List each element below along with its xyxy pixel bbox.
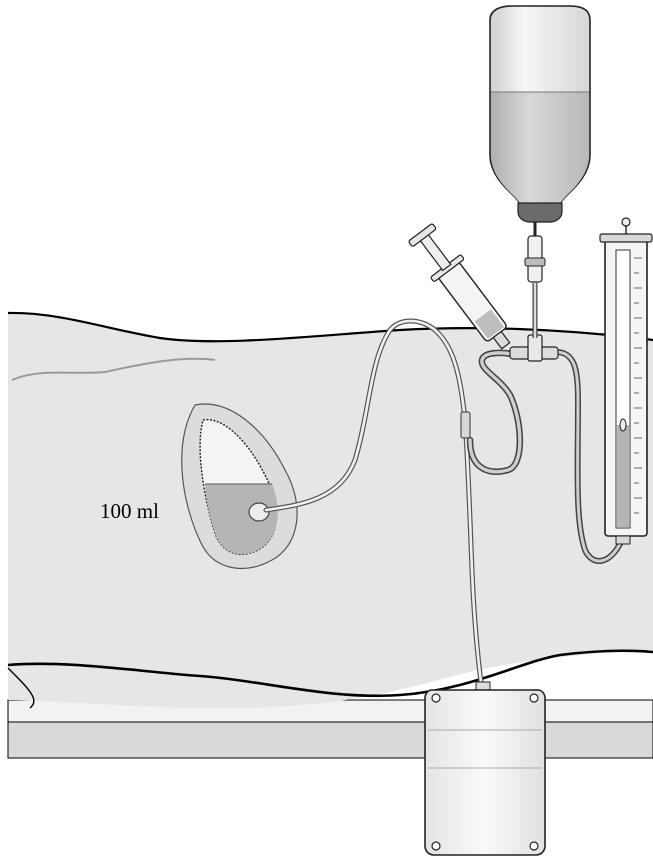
water-manometer bbox=[600, 218, 652, 544]
manometer-fluid bbox=[617, 425, 629, 527]
table bbox=[8, 700, 653, 758]
drainage-bag bbox=[425, 682, 545, 855]
saline-bottle bbox=[490, 6, 590, 222]
bottle-cap bbox=[518, 203, 562, 222]
bottle-fluid bbox=[491, 92, 589, 203]
infusion-line bbox=[525, 222, 545, 338]
bladder-volume-label: 100 ml bbox=[100, 499, 159, 523]
